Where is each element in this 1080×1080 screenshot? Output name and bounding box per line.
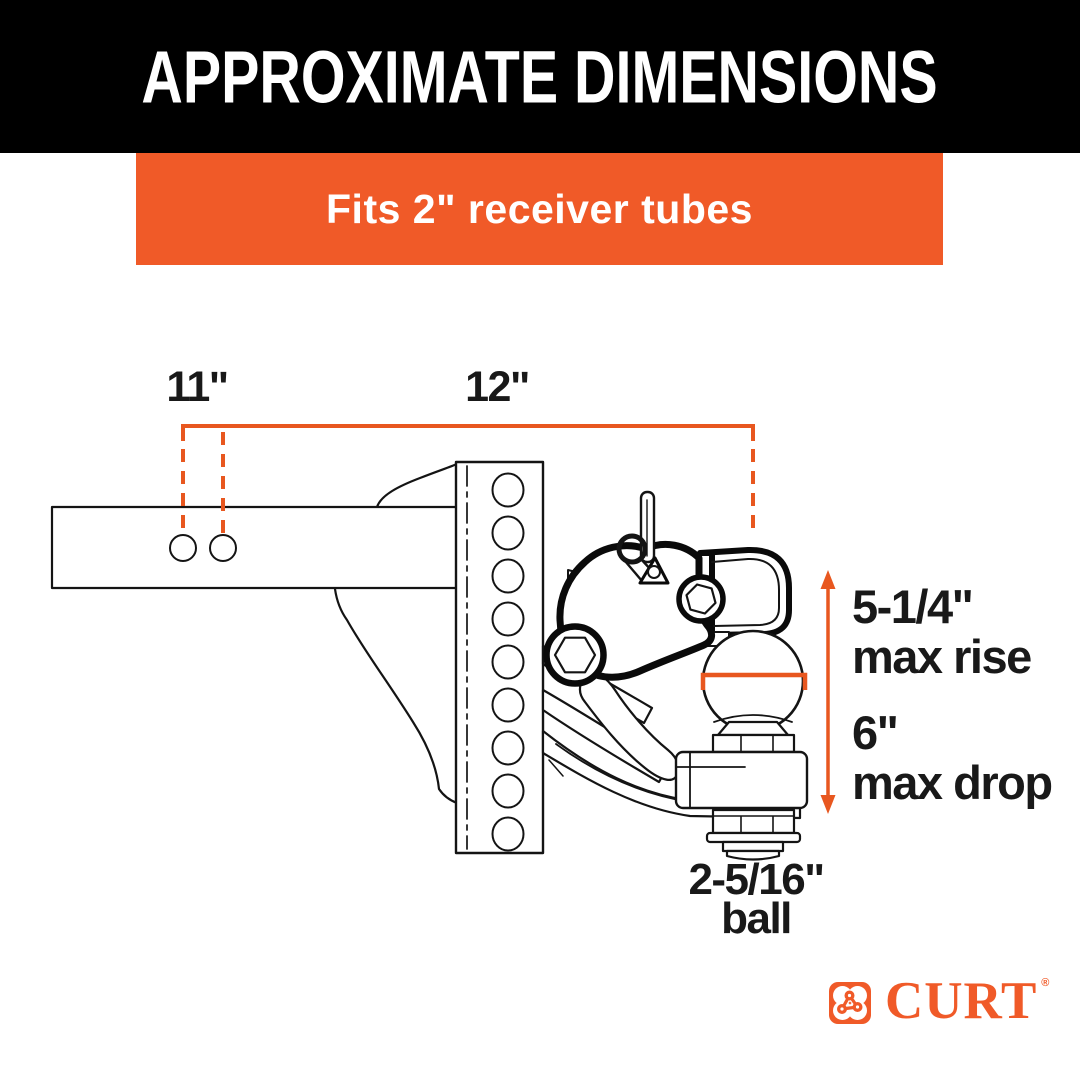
adjustment-channel-bar [454,460,545,855]
channel-adjustment-holes [491,472,525,852]
header-bar: APPROXIMATE DIMENSIONS [0,0,1080,153]
hex-bolt-upper [676,574,726,624]
safety-pin-assembly [616,490,670,585]
brand-wordmark: CURT [885,972,1038,1030]
support-gussets [333,462,459,805]
top-dimension-line [181,424,755,535]
ball-size-caption: ball [721,894,792,943]
dim-label-12in: 12" [465,363,530,411]
lock-ring-icon [616,533,648,565]
ball-diameter-bracket [700,672,808,690]
ball-stem-stack [674,720,809,861]
page-title: APPROXIMATE DIMENSIONS [141,35,939,118]
brand-logo: CURT ® [828,975,1049,1028]
receiver-tube-shank [50,505,459,590]
shank-pin-holes [169,534,237,562]
hitch-ball [701,629,805,733]
fitment-text: Fits 2" receiver tubes [326,185,753,232]
curt-clover-icon [829,982,871,1024]
max-drop-value: 6" [852,706,899,759]
fitment-banner: Fits 2" receiver tubes [136,153,943,265]
max-rise-caption: max rise [852,630,1032,683]
rise-drop-arrow [820,570,836,814]
ball-size-value: 2-5/16" [688,855,825,904]
hex-bolt-lower [543,623,607,687]
dim-label-11in: 11" [166,363,229,411]
registered-mark: ® [1041,977,1050,989]
max-rise-value: 5-1/4" [852,580,974,633]
max-drop-caption: max drop [852,756,1053,809]
